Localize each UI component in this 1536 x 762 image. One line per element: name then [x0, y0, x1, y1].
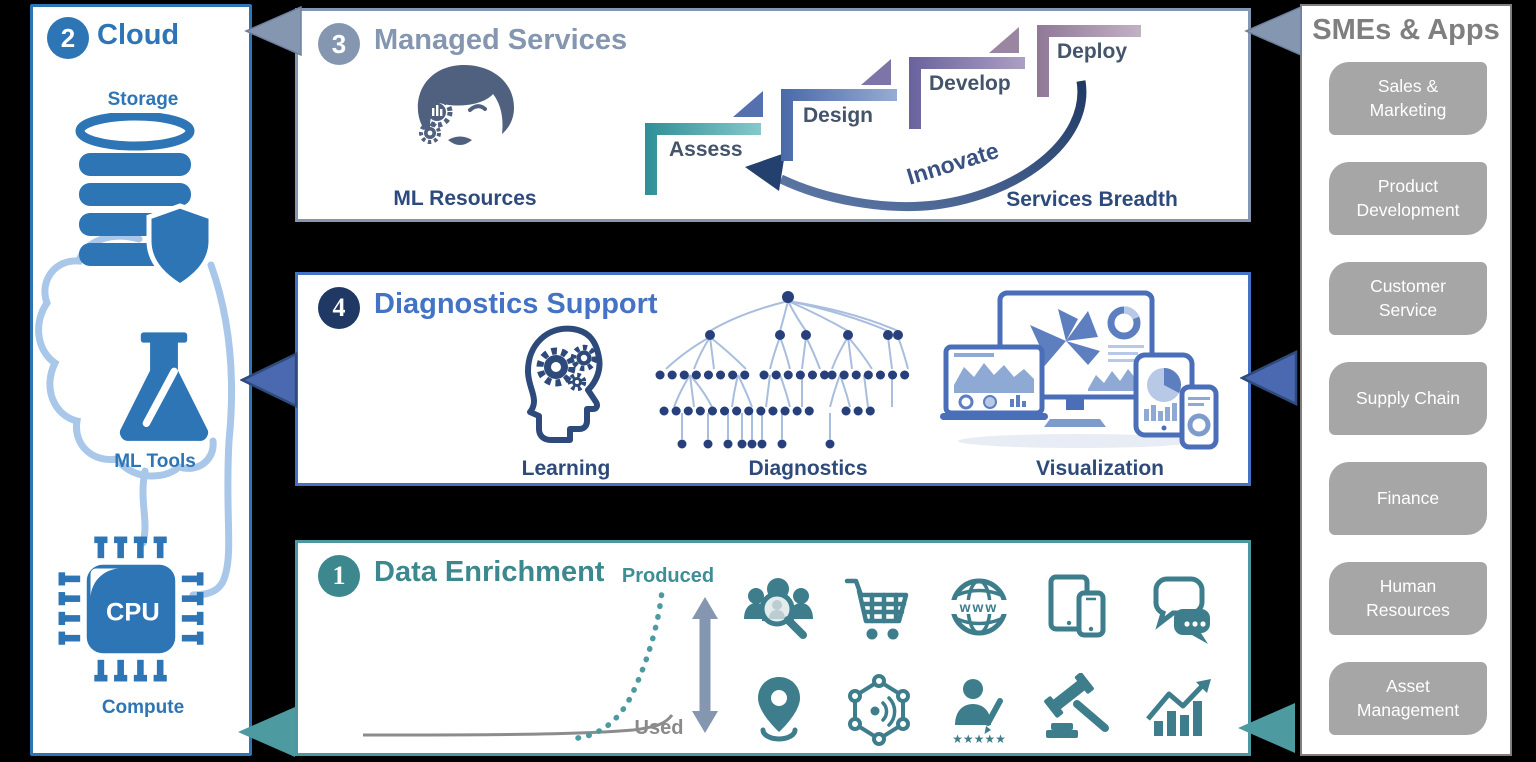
svg-text:www: www [959, 599, 999, 615]
visualization-devices-icon [940, 290, 1219, 450]
chat-bubbles-icon [1153, 576, 1210, 644]
arrow-smes-to-managed [1244, 6, 1302, 56]
sme-label: Human Resources [1366, 575, 1450, 620]
step-design-bracket [781, 89, 897, 161]
visualization-label: Visualization [1036, 457, 1164, 480]
produced-label: Produced [621, 565, 715, 587]
smes-apps-panel: SMEs & Apps Sales & Marketing Product De… [1300, 4, 1512, 756]
step-assess-label: Assess [669, 138, 743, 161]
compute-label: Compute [101, 697, 185, 718]
services-breadth-label: Services Breadth [1006, 188, 1178, 211]
cpu-compute-icon: CPU [58, 536, 204, 682]
step-deploy-bracket [1037, 25, 1141, 97]
learning-head-icon [525, 325, 603, 443]
sme-label: Product Development [1356, 175, 1460, 220]
iot-network-icon [848, 674, 910, 746]
sme-label: Supply Chain [1355, 387, 1461, 408]
produced-vs-used-chart [362, 588, 674, 741]
sme-label: Sales & Marketing [1369, 75, 1447, 120]
people-search-icon [744, 578, 813, 639]
diagnostics-title: Diagnostics Support [374, 288, 658, 320]
arrow-managed-to-cloud [244, 6, 302, 56]
diagnostics-tree-icon [655, 291, 919, 449]
shopping-cart-icon [844, 578, 909, 640]
services-staircase: Innovate Assess Design Develop Deploy [645, 25, 1141, 212]
arrow-diagnostics-to-cloud [240, 352, 298, 408]
step-assess-bracket [645, 123, 761, 195]
sme-box-human-resources: Human Resources [1329, 562, 1487, 635]
customer-review-icon: ★★★★★ [952, 679, 1006, 746]
managed-services-title: Managed Services [374, 24, 628, 56]
step-deploy-label: Deploy [1057, 40, 1127, 63]
learning-label: Learning [521, 457, 611, 480]
gap-double-arrow [692, 597, 718, 733]
enrichment-title: Data Enrichment [374, 556, 605, 588]
enrichment-number-badge: 1 [318, 555, 360, 597]
step-develop-pennant [861, 59, 891, 85]
ml-tools-label: ML Tools [114, 451, 196, 472]
cloud-panel: 2 Cloud Storage ML Tools [30, 4, 252, 756]
growth-chart-icon [1146, 679, 1211, 736]
mobile-devices-icon [1048, 574, 1106, 638]
data-enrichment-panel: 1 Data Enrichment Produced Used [295, 540, 1251, 756]
smes-title: SMEs & Apps [1312, 14, 1500, 46]
arrow-smes-to-enrichment [1238, 703, 1295, 753]
diagnostics-label: Diagnostics [748, 457, 868, 480]
sme-label: Finance [1376, 487, 1440, 508]
arrow-enrichment-to-cloud [238, 707, 295, 757]
sme-box-customer-service: Customer Service [1329, 262, 1487, 335]
storage-label: Storage [107, 89, 179, 110]
managed-services-number-badge: 3 [318, 23, 360, 65]
smes-list: Sales & Marketing Product Development Cu… [1329, 62, 1487, 735]
ml-resources-label: ML Resources [393, 187, 537, 210]
sme-box-supply-chain: Supply Chain [1329, 362, 1487, 435]
sme-box-finance: Finance [1329, 462, 1487, 535]
cloud-number-badge: 2 [47, 17, 89, 59]
ml-tools-flask-icon [119, 332, 209, 441]
innovate-label: Innovate [904, 137, 1002, 190]
used-label: Used [634, 717, 684, 739]
sme-box-product-development: Product Development [1329, 162, 1487, 235]
data-sources-grid: www [740, 571, 1218, 749]
sme-box-asset-management: Asset Management [1329, 662, 1487, 735]
step-develop-bracket [909, 57, 1025, 129]
www-globe-icon: www [948, 578, 1010, 636]
sme-label: Asset Management [1356, 675, 1460, 720]
diagnostics-support-panel: 4 Diagnostics Support Learning [295, 272, 1251, 486]
sme-label: Customer Service [1370, 275, 1446, 320]
step-design-label: Design [803, 104, 873, 127]
arrow-smes-to-diagnostics [1240, 350, 1298, 406]
step-deploy-pennant [989, 27, 1019, 53]
cloud-title: Cloud [97, 19, 180, 51]
diagnostics-number-badge: 4 [318, 287, 360, 329]
location-pin-icon [758, 677, 800, 742]
cpu-text: CPU [106, 598, 160, 626]
step-develop-label: Develop [929, 72, 1011, 95]
auction-gavel-icon [1044, 673, 1109, 738]
review-stars: ★★★★★ [952, 732, 1006, 746]
step-design-pennant [733, 91, 763, 117]
security-shield-icon [146, 203, 214, 289]
sme-box-sales-marketing: Sales & Marketing [1329, 62, 1487, 135]
ml-resources-person-icon [417, 65, 514, 156]
managed-services-panel: 3 Managed Services ML Resources Innovate [295, 8, 1251, 222]
